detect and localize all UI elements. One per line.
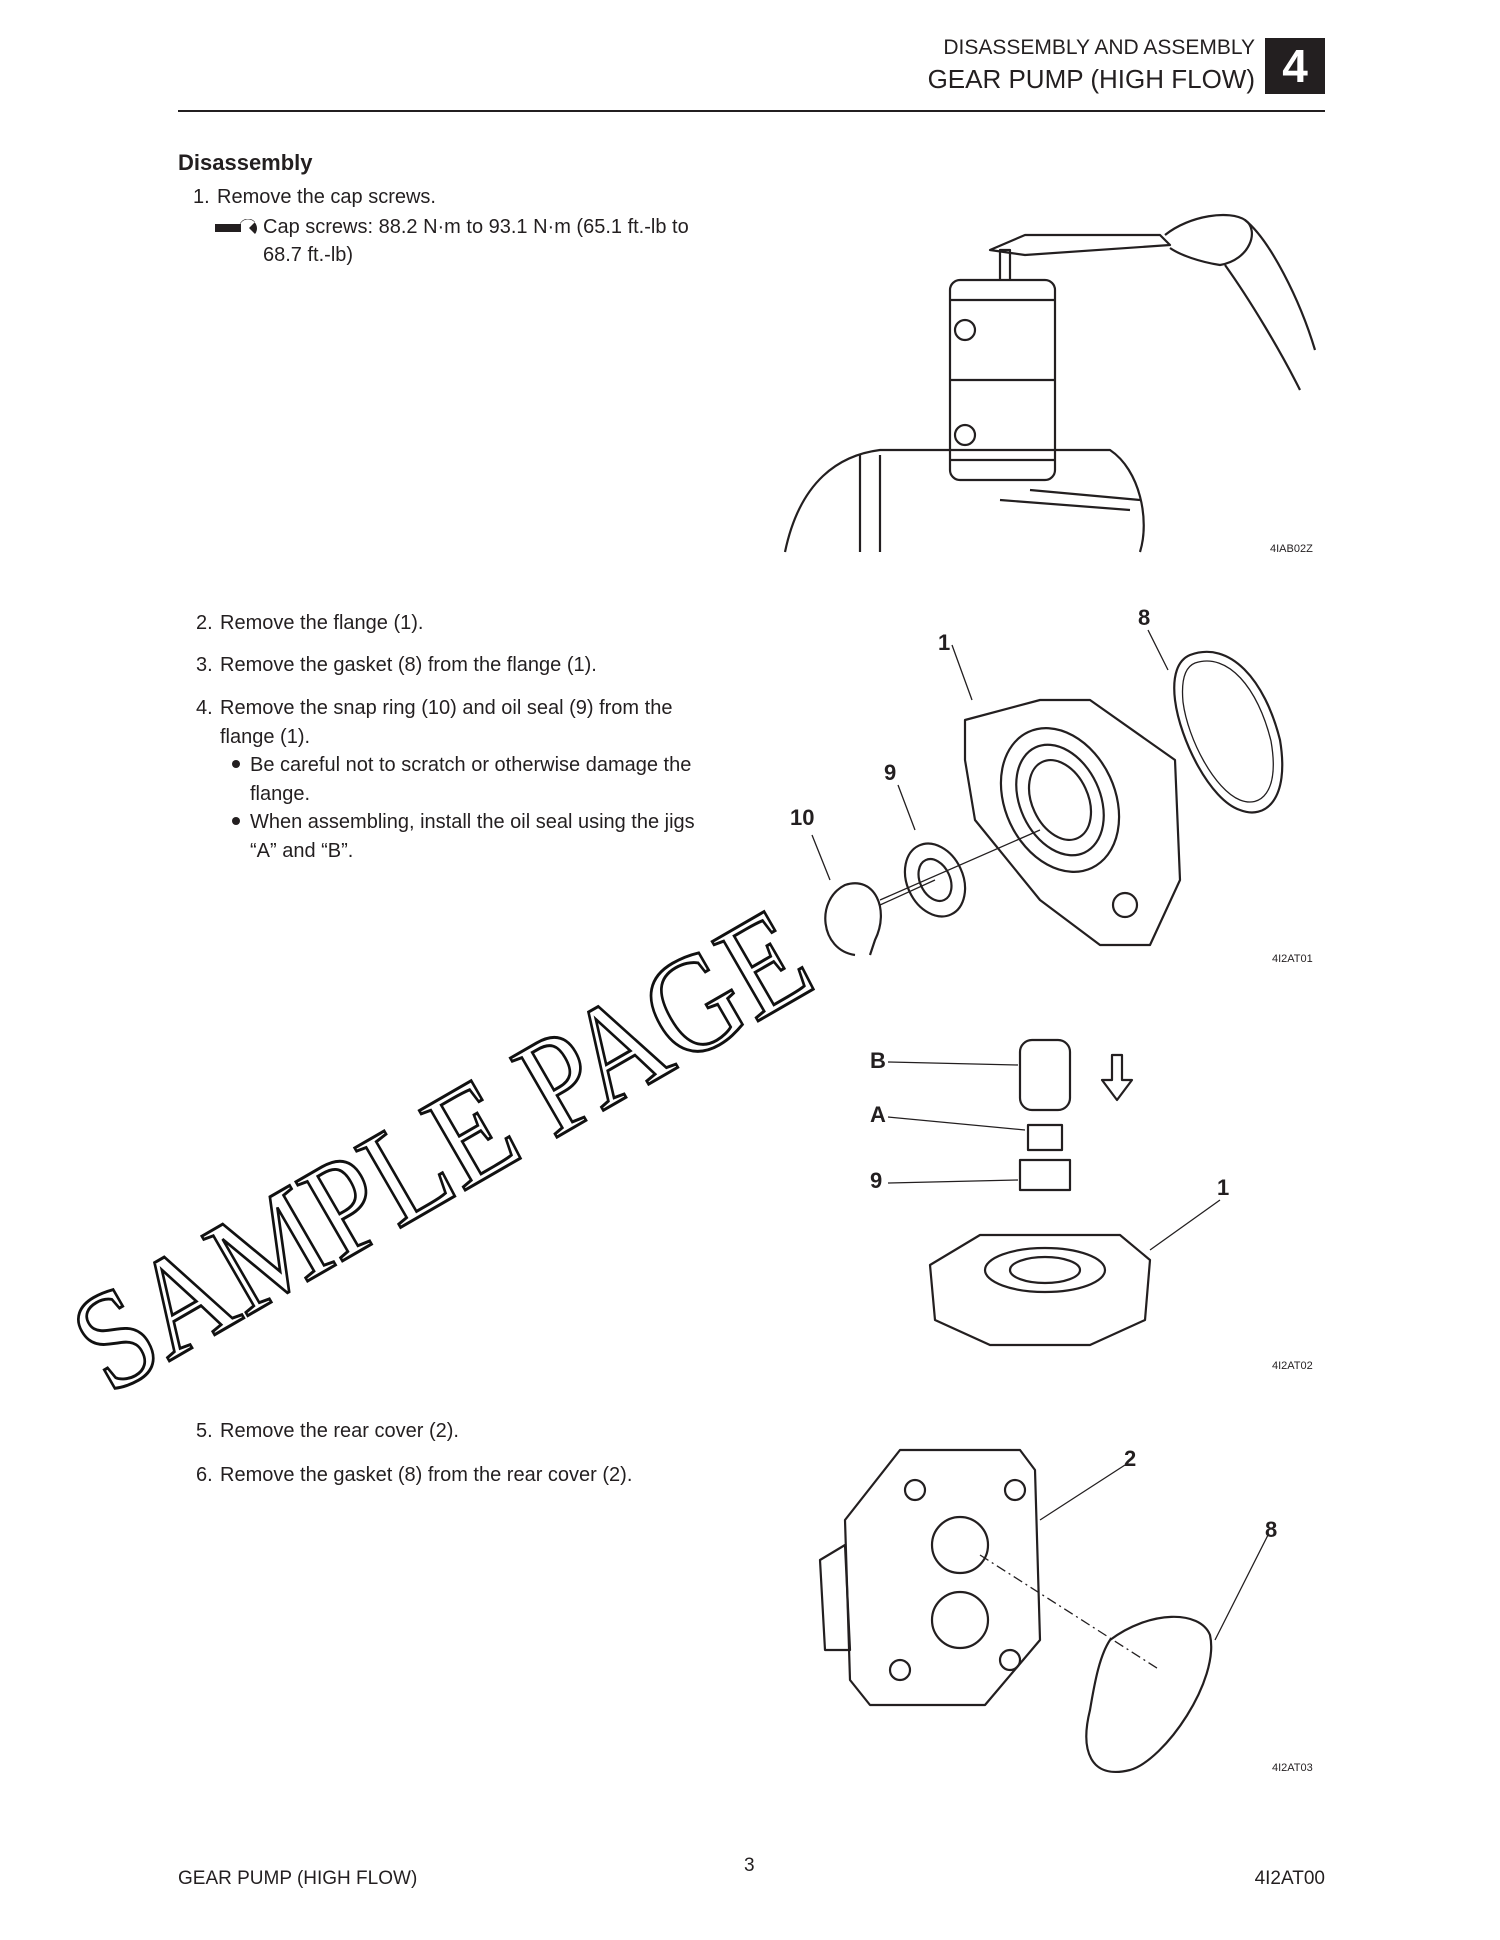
- bullet-icon: [232, 816, 240, 825]
- step-5: 5. Remove the rear cover (2).: [196, 1417, 459, 1445]
- figure-code: 4IAB02Z: [1270, 543, 1313, 555]
- callout-9: 9: [870, 1168, 882, 1193]
- header-divider: [178, 110, 1325, 112]
- step-6: 6. Remove the gasket (8) from the rear co…: [196, 1461, 632, 1489]
- callout-10: 10: [790, 805, 814, 830]
- wrench-icon: [215, 218, 257, 234]
- section-title: DISASSEMBLY AND ASSEMBLY: [943, 36, 1255, 59]
- figure-seal-install: [887, 1038, 1221, 1347]
- bullet-1: Be careful not to scratch or otherwise d…: [232, 751, 691, 779]
- callout-1: 1: [1217, 1175, 1229, 1200]
- step-number: 1.: [193, 186, 210, 208]
- step-number: 2.: [196, 612, 213, 634]
- step-text: Remove the flange (1).: [220, 612, 424, 634]
- step-text: Remove the gasket (8) from the rear cove…: [220, 1464, 633, 1486]
- torque-text: Cap screws: 88.2 N·m to 93.1 N·m (65.1 f…: [263, 216, 689, 238]
- callout-2: 2: [1124, 1446, 1136, 1471]
- step-1: 1. Remove the cap screws.: [193, 183, 436, 211]
- step-4: 4. Remove the snap ring (10) and oil seal…: [196, 694, 672, 722]
- step-text: Remove the snap ring (10) and oil seal (…: [220, 697, 673, 719]
- footer-title: GEAR PUMP (HIGH FLOW): [178, 1868, 418, 1889]
- figure-code: 4I2AT02: [1272, 1360, 1313, 1372]
- callout-8: 8: [1138, 605, 1150, 630]
- step-2: 2. Remove the flange (1).: [196, 609, 423, 637]
- step-text: Remove the gasket (8) from the flange (1…: [220, 654, 597, 676]
- section-heading: Disassembly: [178, 150, 313, 175]
- bullet-icon: [232, 759, 240, 768]
- sample-watermark: SAMPLE PAGE: [47, 878, 835, 1422]
- figure-rear-cover: [818, 1448, 1269, 1773]
- figure-code: 4I2AT01: [1272, 953, 1313, 965]
- step-text: Remove the cap screws.: [217, 186, 436, 208]
- bullet-text: When assembling, install the oil seal us…: [250, 811, 695, 833]
- step-number: 3.: [196, 654, 213, 676]
- callout-A: A: [870, 1102, 886, 1127]
- callout-8: 8: [1265, 1517, 1277, 1542]
- callout-1: 1: [938, 630, 950, 655]
- step-4-cont: flange (1).: [220, 726, 311, 748]
- bullet-2: When assembling, install the oil seal us…: [232, 808, 695, 836]
- step-number: 5.: [196, 1420, 213, 1442]
- bullet-1-cont: flange.: [250, 783, 311, 805]
- step-number: 6.: [196, 1464, 213, 1486]
- chapter-badge: 4: [1265, 38, 1325, 94]
- document-code: 4I2AT00: [1254, 1868, 1325, 1889]
- page-title: GEAR PUMP (HIGH FLOW): [927, 64, 1255, 94]
- figure-flange-exploded: [811, 629, 1284, 957]
- step-number: 4.: [196, 697, 213, 719]
- page-number: 3: [744, 1855, 755, 1876]
- callout-9: 9: [884, 760, 896, 785]
- torque-spec-cont: 68.7 ft.-lb): [263, 244, 354, 266]
- callout-B: B: [870, 1048, 886, 1073]
- bullet-2-cont: “A” and “B”.: [250, 840, 354, 862]
- torque-spec: Cap screws: 88.2 N·m to 93.1 N·m (65.1 f…: [215, 213, 689, 241]
- step-text: Remove the rear cover (2).: [220, 1420, 459, 1442]
- bullet-text: Be careful not to scratch or otherwise d…: [250, 754, 692, 776]
- step-3: 3. Remove the gasket (8) from the flange …: [196, 651, 597, 679]
- figure-code: 4I2AT03: [1272, 1762, 1313, 1774]
- figure-pump-vise: [783, 213, 1317, 553]
